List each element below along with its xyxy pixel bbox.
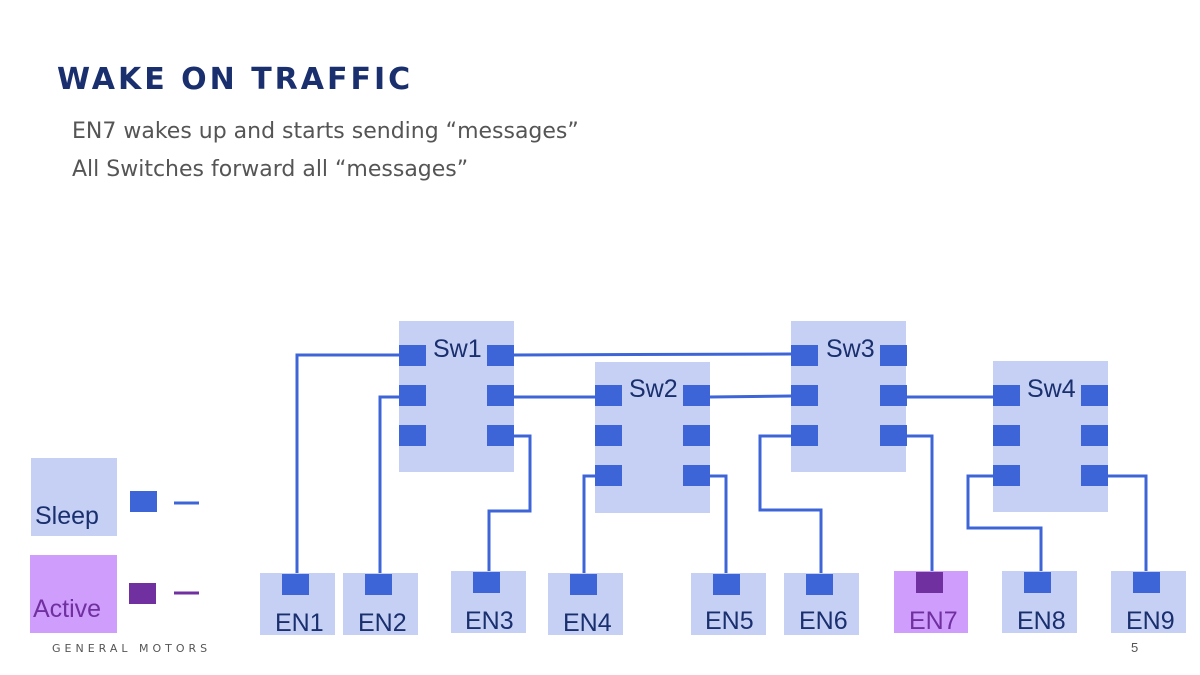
slide-title: WAKE ON TRAFFIC bbox=[57, 62, 414, 97]
switch-port-6 bbox=[1081, 465, 1108, 486]
switch-port-2 bbox=[487, 345, 514, 366]
endnode-port bbox=[1133, 572, 1160, 593]
legend-sleep-port bbox=[130, 491, 157, 512]
brand-footer: GENERAL MOTORS bbox=[52, 642, 212, 655]
switch-port-6 bbox=[683, 465, 710, 486]
link-8 bbox=[709, 474, 728, 575]
legend-active-label: Active bbox=[33, 595, 101, 623]
link-9 bbox=[758, 434, 823, 575]
endnode-en4: EN4 bbox=[548, 573, 623, 637]
legend-sleep-label: Sleep bbox=[35, 502, 99, 530]
endnode-en3: EN3 bbox=[451, 571, 526, 635]
legend-sleep-box bbox=[31, 458, 117, 536]
endnode-en9: EN9 bbox=[1111, 571, 1186, 635]
endnode-port bbox=[806, 574, 833, 595]
link-12 bbox=[966, 474, 1043, 573]
end-nodes: EN1 EN2 EN3 EN4 EN5 EN6 EN7 EN8 EN9 bbox=[260, 571, 1186, 637]
switch-port-6 bbox=[487, 425, 514, 446]
legend: Sleep Active bbox=[30, 458, 199, 633]
link-2 bbox=[378, 395, 399, 575]
switch-port-4 bbox=[880, 385, 907, 406]
endnode-label: EN7 bbox=[909, 607, 958, 635]
switch-label: Sw2 bbox=[629, 375, 678, 403]
endnode-port bbox=[1024, 572, 1051, 593]
endnode-label: EN2 bbox=[358, 609, 407, 637]
link-7 bbox=[582, 474, 595, 575]
endnode-label: EN1 bbox=[275, 609, 324, 637]
endnode-port bbox=[365, 574, 392, 595]
endnode-en1: EN1 bbox=[260, 573, 335, 637]
switch-port-5 bbox=[399, 425, 426, 446]
switch-label: Sw1 bbox=[433, 335, 482, 363]
switch-port-4 bbox=[1081, 425, 1108, 446]
switch-port-6 bbox=[880, 425, 907, 446]
link-6 bbox=[708, 394, 792, 399]
endnode-en8: EN8 bbox=[1002, 571, 1077, 635]
endnode-label: EN4 bbox=[563, 609, 612, 637]
switch-port-3 bbox=[993, 425, 1020, 446]
switch-label: Sw3 bbox=[826, 335, 875, 363]
legend-active-box bbox=[30, 555, 117, 633]
bullet-2: All Switches forward all “messages” bbox=[72, 157, 469, 182]
switch-port-3 bbox=[791, 385, 818, 406]
endnode-port bbox=[570, 574, 597, 595]
endnode-label: EN9 bbox=[1126, 607, 1175, 635]
switch-port-3 bbox=[595, 425, 622, 446]
endnode-label: EN5 bbox=[705, 607, 754, 635]
endnode-en7: EN7 bbox=[894, 571, 968, 635]
switch-sw3: Sw3 bbox=[791, 321, 907, 472]
switch-port-1 bbox=[791, 345, 818, 366]
switch-port-2 bbox=[1081, 385, 1108, 406]
switch-port-5 bbox=[791, 425, 818, 446]
switch-port-2 bbox=[683, 385, 710, 406]
endnode-en2: EN2 bbox=[343, 573, 418, 637]
switch-port-1 bbox=[399, 345, 426, 366]
endnode-en5: EN5 bbox=[691, 573, 766, 635]
bullet-1: EN7 wakes up and starts sending “message… bbox=[72, 119, 579, 144]
switch-port-1 bbox=[993, 385, 1020, 406]
endnode-port bbox=[713, 574, 740, 595]
link-11 bbox=[906, 434, 934, 573]
switch-port-3 bbox=[399, 385, 426, 406]
link-13 bbox=[1107, 474, 1148, 573]
links bbox=[295, 352, 1148, 575]
page-number: 5 bbox=[1131, 640, 1139, 655]
switch-port-4 bbox=[683, 425, 710, 446]
link-5 bbox=[487, 434, 532, 574]
link-3 bbox=[512, 352, 792, 357]
switch-port-2 bbox=[880, 345, 907, 366]
endnode-label: EN8 bbox=[1017, 607, 1066, 635]
switch-sw1: Sw1 bbox=[399, 321, 514, 472]
endnode-label: EN6 bbox=[799, 607, 848, 635]
switch-port-5 bbox=[595, 465, 622, 486]
switch-sw2: Sw2 bbox=[595, 362, 710, 513]
endnode-port bbox=[282, 574, 309, 595]
switch-port-4 bbox=[487, 385, 514, 406]
endnode-en6: EN6 bbox=[784, 573, 859, 635]
endnode-port bbox=[473, 572, 500, 593]
switch-port-1 bbox=[595, 385, 622, 406]
switch-label: Sw4 bbox=[1027, 375, 1076, 403]
endnode-label: EN3 bbox=[465, 607, 514, 635]
switch-port-5 bbox=[993, 465, 1020, 486]
legend-active-port bbox=[129, 583, 156, 604]
link-1 bbox=[295, 353, 399, 575]
switch-sw4: Sw4 bbox=[993, 361, 1108, 512]
endnode-port bbox=[916, 572, 943, 593]
